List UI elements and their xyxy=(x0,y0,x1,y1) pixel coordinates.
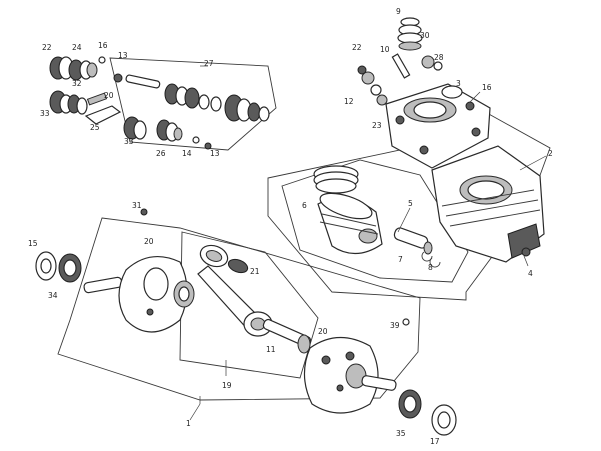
gear-cluster-right xyxy=(164,83,270,122)
bearing-left xyxy=(35,251,82,283)
piston-rings xyxy=(313,165,359,194)
connecting-rod xyxy=(197,244,273,337)
bearing-right xyxy=(398,389,457,436)
cylinder-head xyxy=(385,83,491,169)
piston-group-outline xyxy=(281,159,469,283)
callout-labels: 9 30 22 10 28 3 16 12 23 2 6 5 7 8 4 22 … xyxy=(28,7,553,446)
callout-label: 25 xyxy=(90,123,100,132)
callout-label: 33 xyxy=(124,137,134,146)
callout-label: 13 xyxy=(118,51,128,60)
callout-label: 35 xyxy=(396,429,406,438)
small-cap-set xyxy=(357,55,443,106)
callout-label: 20 xyxy=(104,91,114,100)
callout-label: 30 xyxy=(420,31,430,40)
callout-label: 19 xyxy=(222,381,232,390)
shift-fork xyxy=(84,92,122,125)
callout-label: 22 xyxy=(42,43,52,52)
callout-label: 14 xyxy=(182,149,192,158)
callout-label: 1 xyxy=(186,419,191,428)
callout-label: 5 xyxy=(408,199,413,208)
leader-lines xyxy=(189,65,547,421)
needle-bearing xyxy=(227,258,249,274)
callout-label: 16 xyxy=(98,41,108,50)
callout-label: 24 xyxy=(72,43,82,52)
gear-cluster-left-top xyxy=(49,56,106,81)
crank-pin xyxy=(262,318,312,354)
callout-label: 2 xyxy=(548,149,553,158)
callout-label: 22 xyxy=(352,43,362,52)
main-shaft xyxy=(113,73,161,89)
callout-label: 26 xyxy=(156,149,166,158)
wrist-pin xyxy=(393,227,433,255)
piston-clips xyxy=(421,251,441,268)
gear-cluster-left-bottom xyxy=(49,90,88,115)
callout-label: 32 xyxy=(72,79,82,88)
crankshaft-group-outline xyxy=(57,217,421,401)
callout-label: 6 xyxy=(302,201,307,210)
callout-label: 9 xyxy=(396,7,401,16)
callout-label: 13 xyxy=(210,149,220,158)
callout-label: 27 xyxy=(204,59,214,68)
callout-label: 17 xyxy=(430,437,440,446)
cylinder-block xyxy=(431,145,545,263)
callout-label: 23 xyxy=(372,121,382,130)
small-pin-31 xyxy=(140,208,148,216)
piston xyxy=(317,192,383,255)
callout-label: 4 xyxy=(528,269,533,278)
callout-label: 12 xyxy=(344,97,354,106)
callout-label: 7 xyxy=(398,255,403,264)
callout-label: 20 xyxy=(318,327,328,336)
callout-label: 16 xyxy=(482,83,492,92)
small-clip-39 xyxy=(402,318,410,326)
callout-label: 34 xyxy=(48,291,58,300)
crank-half-left xyxy=(83,255,195,333)
gear-cluster-center xyxy=(123,116,212,150)
callout-label: 10 xyxy=(380,45,390,54)
callout-label: 33 xyxy=(40,109,50,118)
callout-label: 11 xyxy=(266,345,276,354)
callout-label: 8 xyxy=(428,263,433,272)
callout-label: 21 xyxy=(250,267,260,276)
callout-label: 3 xyxy=(456,79,461,88)
callout-label: 28 xyxy=(434,53,444,62)
callout-label: 15 xyxy=(28,239,38,248)
callout-label: 20 xyxy=(144,237,154,246)
spring-stack xyxy=(397,17,423,51)
valve-stud xyxy=(391,53,411,79)
callout-label: 31 xyxy=(132,201,142,210)
crank-half-right xyxy=(303,336,397,414)
callout-label: 39 xyxy=(390,321,400,330)
